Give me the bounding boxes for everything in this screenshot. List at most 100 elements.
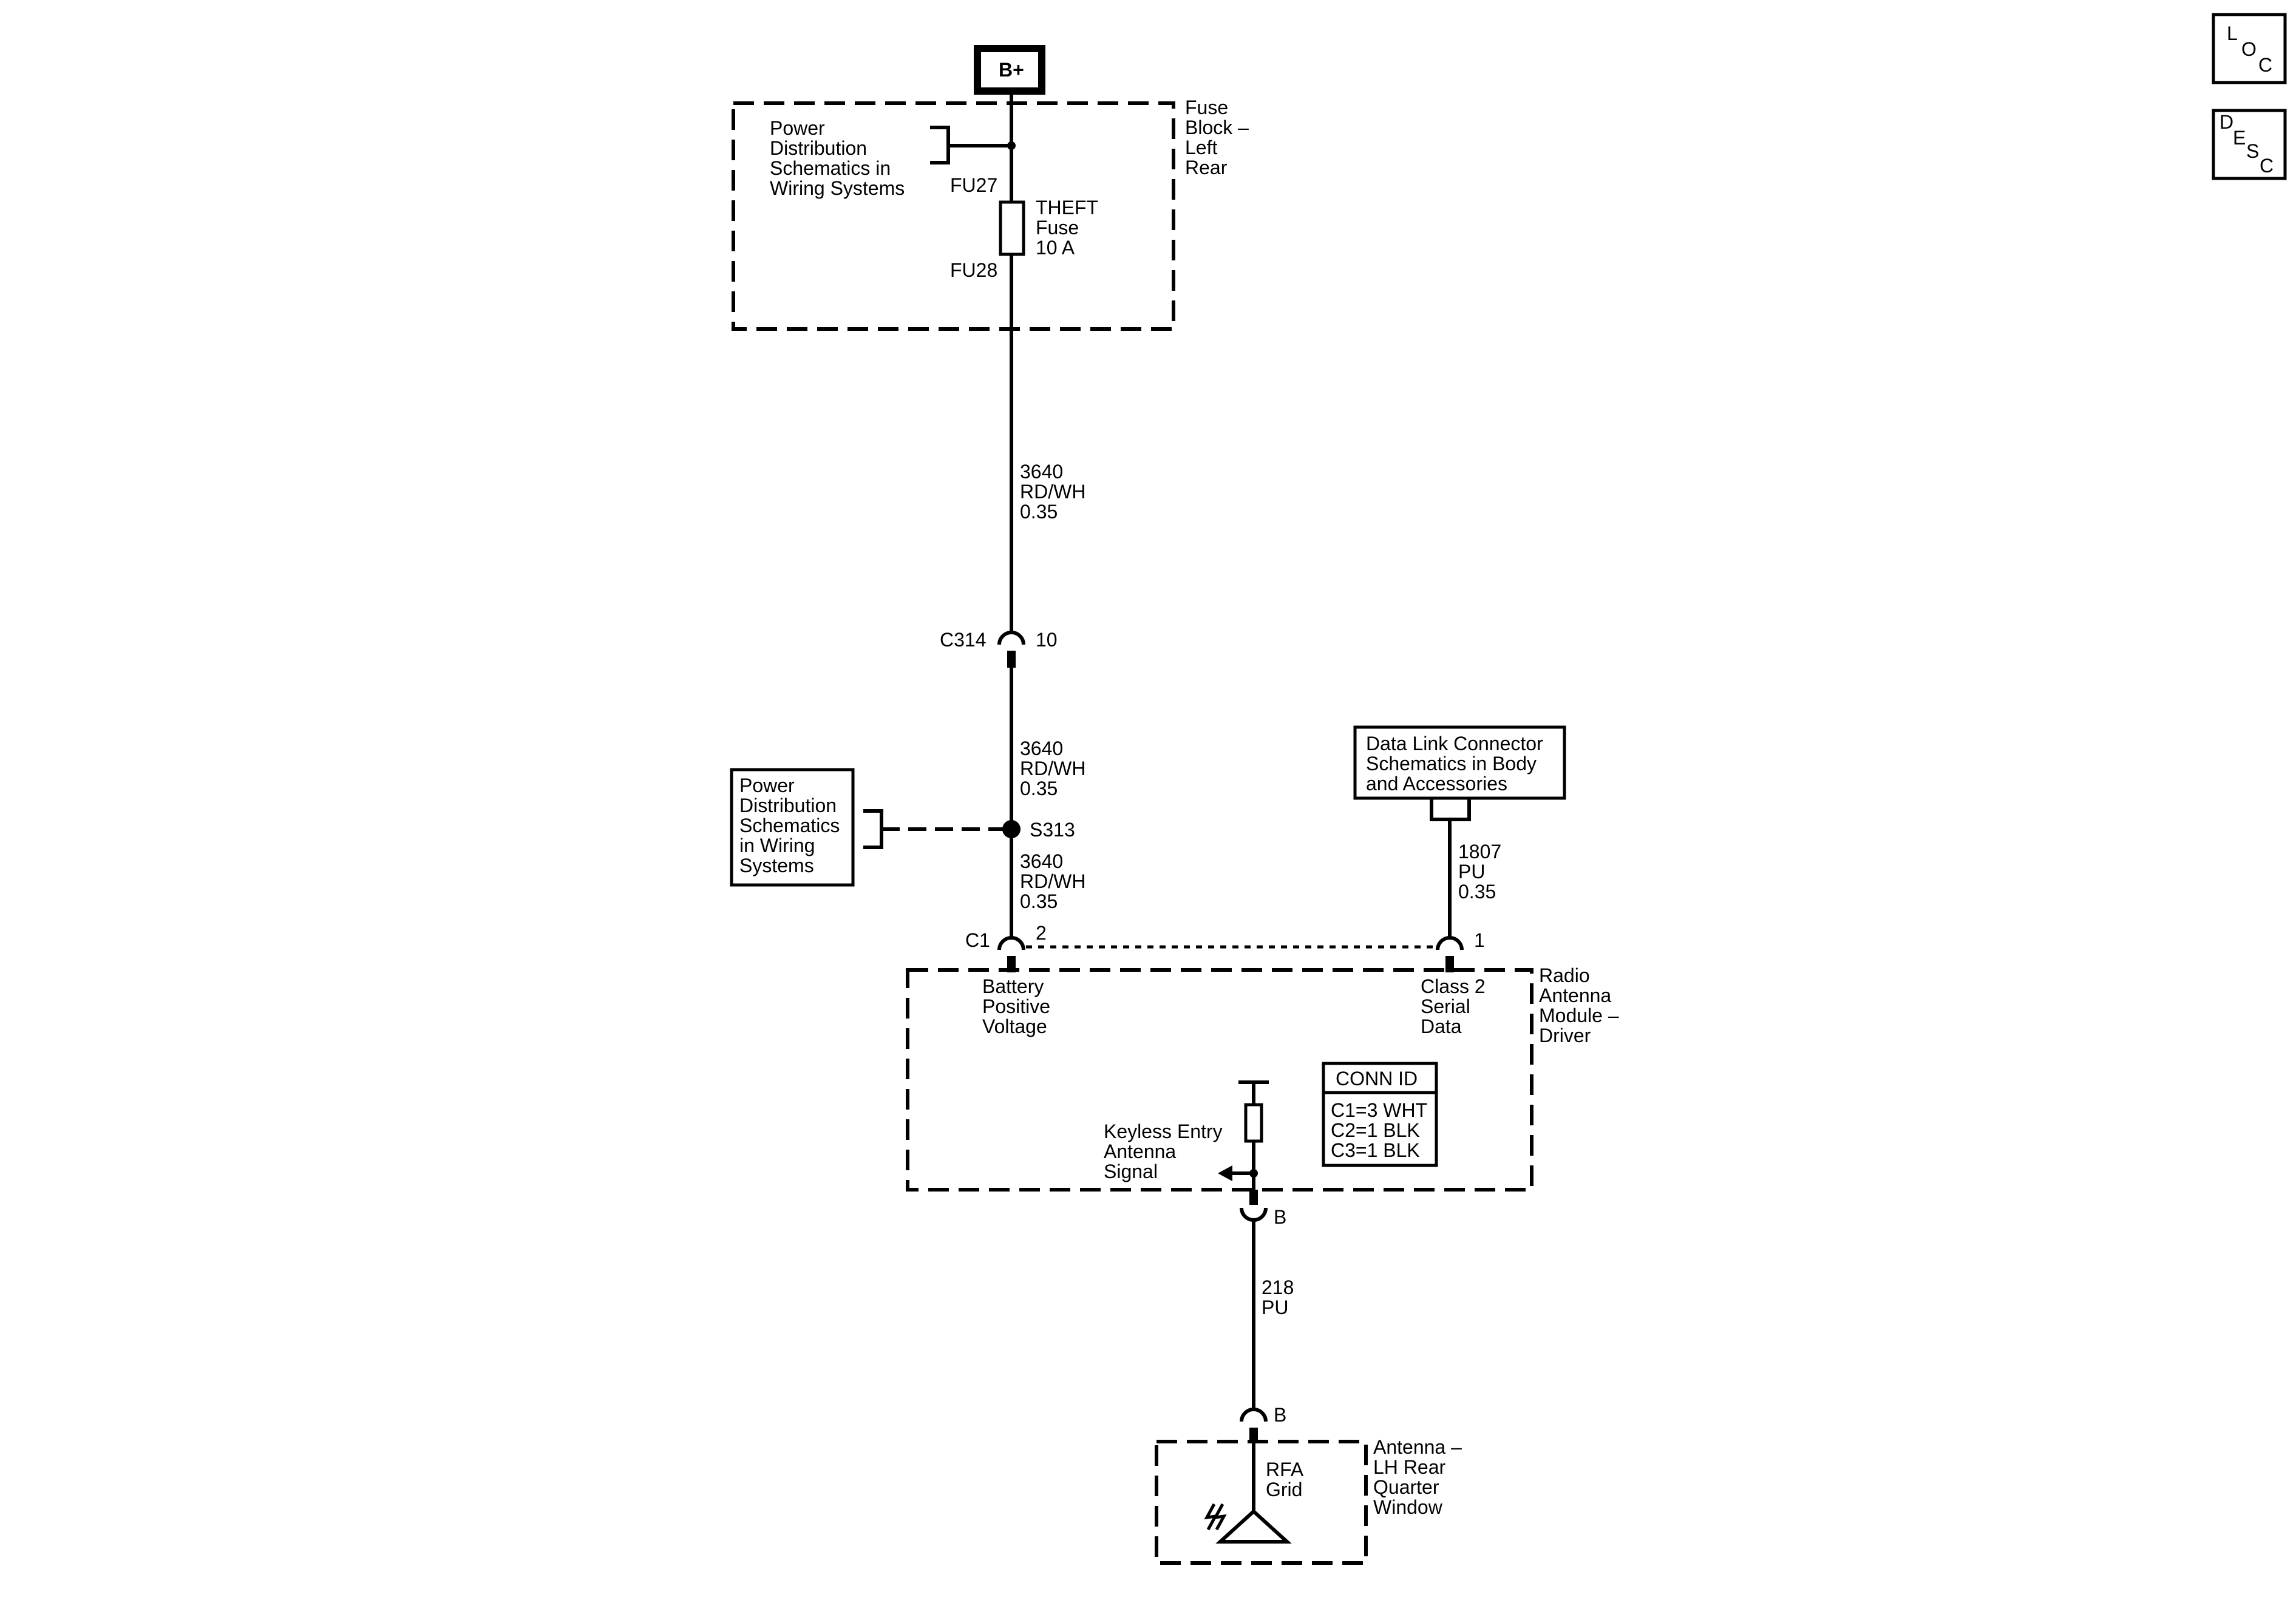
svg-text:3640: 3640 xyxy=(1020,461,1063,483)
keyless-resistor xyxy=(1244,1103,1263,1143)
desc-letter-s: S xyxy=(2246,140,2259,162)
svg-text:Power: Power xyxy=(739,775,795,796)
conn-id-row: C2=1 BLK xyxy=(1331,1119,1420,1141)
svg-text:Antenna –: Antenna – xyxy=(1373,1436,1462,1458)
wire-3640-middle-label: 3640 RD/WH 0.35 xyxy=(1020,737,1085,799)
wire-218-label: 218 PU xyxy=(1262,1276,1294,1318)
fuse-block-ref-bracket xyxy=(930,126,1011,164)
svg-text:PU: PU xyxy=(1262,1297,1288,1318)
splice-ref-bracket xyxy=(863,809,883,849)
svg-text:10 A: 10 A xyxy=(1036,237,1075,259)
antenna-pin-b-label: B xyxy=(1274,1404,1286,1426)
svg-text:Schematics in: Schematics in xyxy=(770,157,891,179)
svg-text:Antenna: Antenna xyxy=(1104,1141,1176,1162)
svg-text:Data Link Connector: Data Link Connector xyxy=(1366,733,1543,754)
desc-letter-e: E xyxy=(2233,127,2246,149)
conn-id-table: CONN ID C1=3 WHT C2=1 BLK C3=1 BLK xyxy=(1322,1062,1438,1167)
dlc-ref-box[interactable] xyxy=(1353,725,1566,800)
svg-text:Module –: Module – xyxy=(1539,1005,1619,1026)
connector-c1-pin-2 xyxy=(997,936,1025,972)
fuse-in-label: FU27 xyxy=(950,174,997,196)
svg-text:RD/WH: RD/WH xyxy=(1020,870,1085,892)
svg-text:Class 2: Class 2 xyxy=(1421,975,1486,997)
svg-text:and Accessories: and Accessories xyxy=(1366,773,1507,795)
desc-letter-c: C xyxy=(2260,155,2274,177)
loc-letter-o: O xyxy=(2241,38,2257,60)
keyless-ground-bar xyxy=(1238,1080,1269,1205)
loc-button[interactable]: L O C xyxy=(2212,13,2287,84)
splice-power-distribution-ref-box[interactable] xyxy=(730,768,855,887)
svg-text:Schematics: Schematics xyxy=(739,815,840,836)
connector-c1-pin-1 xyxy=(1436,936,1464,972)
svg-text:RD/WH: RD/WH xyxy=(1020,481,1085,503)
svg-text:Voltage: Voltage xyxy=(982,1015,1047,1037)
rf-signal-icon xyxy=(1204,1503,1227,1531)
wire-1807-label: 1807 PU 0.35 xyxy=(1458,841,1501,903)
conn-id-row: C1=3 WHT xyxy=(1331,1099,1427,1121)
svg-text:Quarter: Quarter xyxy=(1373,1476,1439,1498)
connector-c314-name: C314 xyxy=(940,629,987,651)
battery-positive-source: B+ xyxy=(974,45,1045,95)
fuse-block-power-distribution-ref[interactable]: Power Distribution Schematics in Wiring … xyxy=(770,117,905,199)
svg-text:3640: 3640 xyxy=(1020,737,1063,759)
splice-s313 xyxy=(1002,820,1021,838)
connector-c1-pin-class2: 1 xyxy=(1474,929,1485,951)
desc-letter-d: D xyxy=(2220,111,2233,133)
b-plus-label: B+ xyxy=(999,59,1024,81)
svg-text:Systems: Systems xyxy=(739,855,814,876)
svg-text:Rear: Rear xyxy=(1185,157,1228,178)
svg-text:RD/WH: RD/WH xyxy=(1020,758,1085,779)
theft-fuse-label: THEFT Fuse 10 A xyxy=(1036,197,1098,259)
svg-text:Grid: Grid xyxy=(1266,1479,1302,1500)
radio-antenna-module-outline xyxy=(906,968,1533,1192)
svg-text:LH Rear: LH Rear xyxy=(1373,1456,1446,1478)
svg-text:Positive: Positive xyxy=(982,995,1050,1017)
antenna-lh-rear-quarter-window-label: Antenna – LH Rear Quarter Window xyxy=(1373,1436,1462,1518)
antenna-grid-symbol xyxy=(1215,1508,1292,1544)
svg-text:Schematics in Body: Schematics in Body xyxy=(1366,753,1537,775)
keyless-entry-antenna-signal-label: Keyless Entry Antenna Signal xyxy=(1104,1120,1223,1182)
svg-text:Block –: Block – xyxy=(1185,117,1249,138)
fuse-block-outline xyxy=(732,101,1175,331)
svg-text:Driver: Driver xyxy=(1539,1025,1591,1046)
wire-3640-lower-label: 3640 RD/WH 0.35 xyxy=(1020,850,1085,912)
svg-text:218: 218 xyxy=(1262,1276,1294,1298)
svg-text:0.35: 0.35 xyxy=(1458,881,1496,903)
connector-antenna-pin-b xyxy=(1240,1408,1268,1443)
conn-id-title: CONN ID xyxy=(1336,1068,1418,1090)
loc-letter-l: L xyxy=(2227,22,2238,44)
conn-id-row: C3=1 BLK xyxy=(1331,1139,1420,1161)
connector-c1-pin-battery: 2 xyxy=(1036,922,1047,944)
dlc-ref-text: Data Link Connector Schematics in Body a… xyxy=(1366,733,1543,795)
svg-text:in Wiring: in Wiring xyxy=(739,835,815,856)
svg-text:Data: Data xyxy=(1421,1015,1462,1037)
keyless-signal-arrow-head xyxy=(1218,1165,1232,1181)
class2-serial-data-label: Class 2 Serial Data xyxy=(1421,975,1486,1037)
connector-c1-name: C1 xyxy=(965,929,990,951)
fuse-out-label: FU28 xyxy=(950,259,997,281)
svg-text:THEFT: THEFT xyxy=(1036,197,1098,219)
svg-text:0.35: 0.35 xyxy=(1020,501,1058,523)
svg-text:RFA: RFA xyxy=(1266,1459,1304,1480)
fuse-block-label: Fuse Block – Left Rear xyxy=(1185,97,1249,178)
svg-text:Power: Power xyxy=(770,117,825,139)
svg-text:Distribution: Distribution xyxy=(739,795,837,816)
module-pin-b-label: B xyxy=(1274,1206,1286,1228)
wire-3640-upper-label: 3640 RD/WH 0.35 xyxy=(1020,461,1085,523)
svg-text:Fuse: Fuse xyxy=(1036,217,1079,239)
splice-s313-name: S313 xyxy=(1030,819,1075,841)
svg-text:1807: 1807 xyxy=(1458,841,1501,863)
rfa-grid-label: RFA Grid xyxy=(1266,1459,1304,1500)
svg-text:Fuse: Fuse xyxy=(1185,97,1228,118)
svg-text:Left: Left xyxy=(1185,137,1217,158)
connector-module-pin-b xyxy=(1240,1190,1268,1222)
svg-text:Distribution: Distribution xyxy=(770,137,867,159)
battery-positive-voltage-label: Battery Positive Voltage xyxy=(982,975,1050,1037)
svg-text:Keyless Entry: Keyless Entry xyxy=(1104,1120,1223,1142)
dlc-ref-bracket xyxy=(1430,798,1471,821)
loc-letter-c: C xyxy=(2258,54,2272,76)
desc-button[interactable]: D E S C xyxy=(2212,109,2287,180)
svg-text:Signal: Signal xyxy=(1104,1161,1158,1182)
svg-text:PU: PU xyxy=(1458,861,1485,883)
